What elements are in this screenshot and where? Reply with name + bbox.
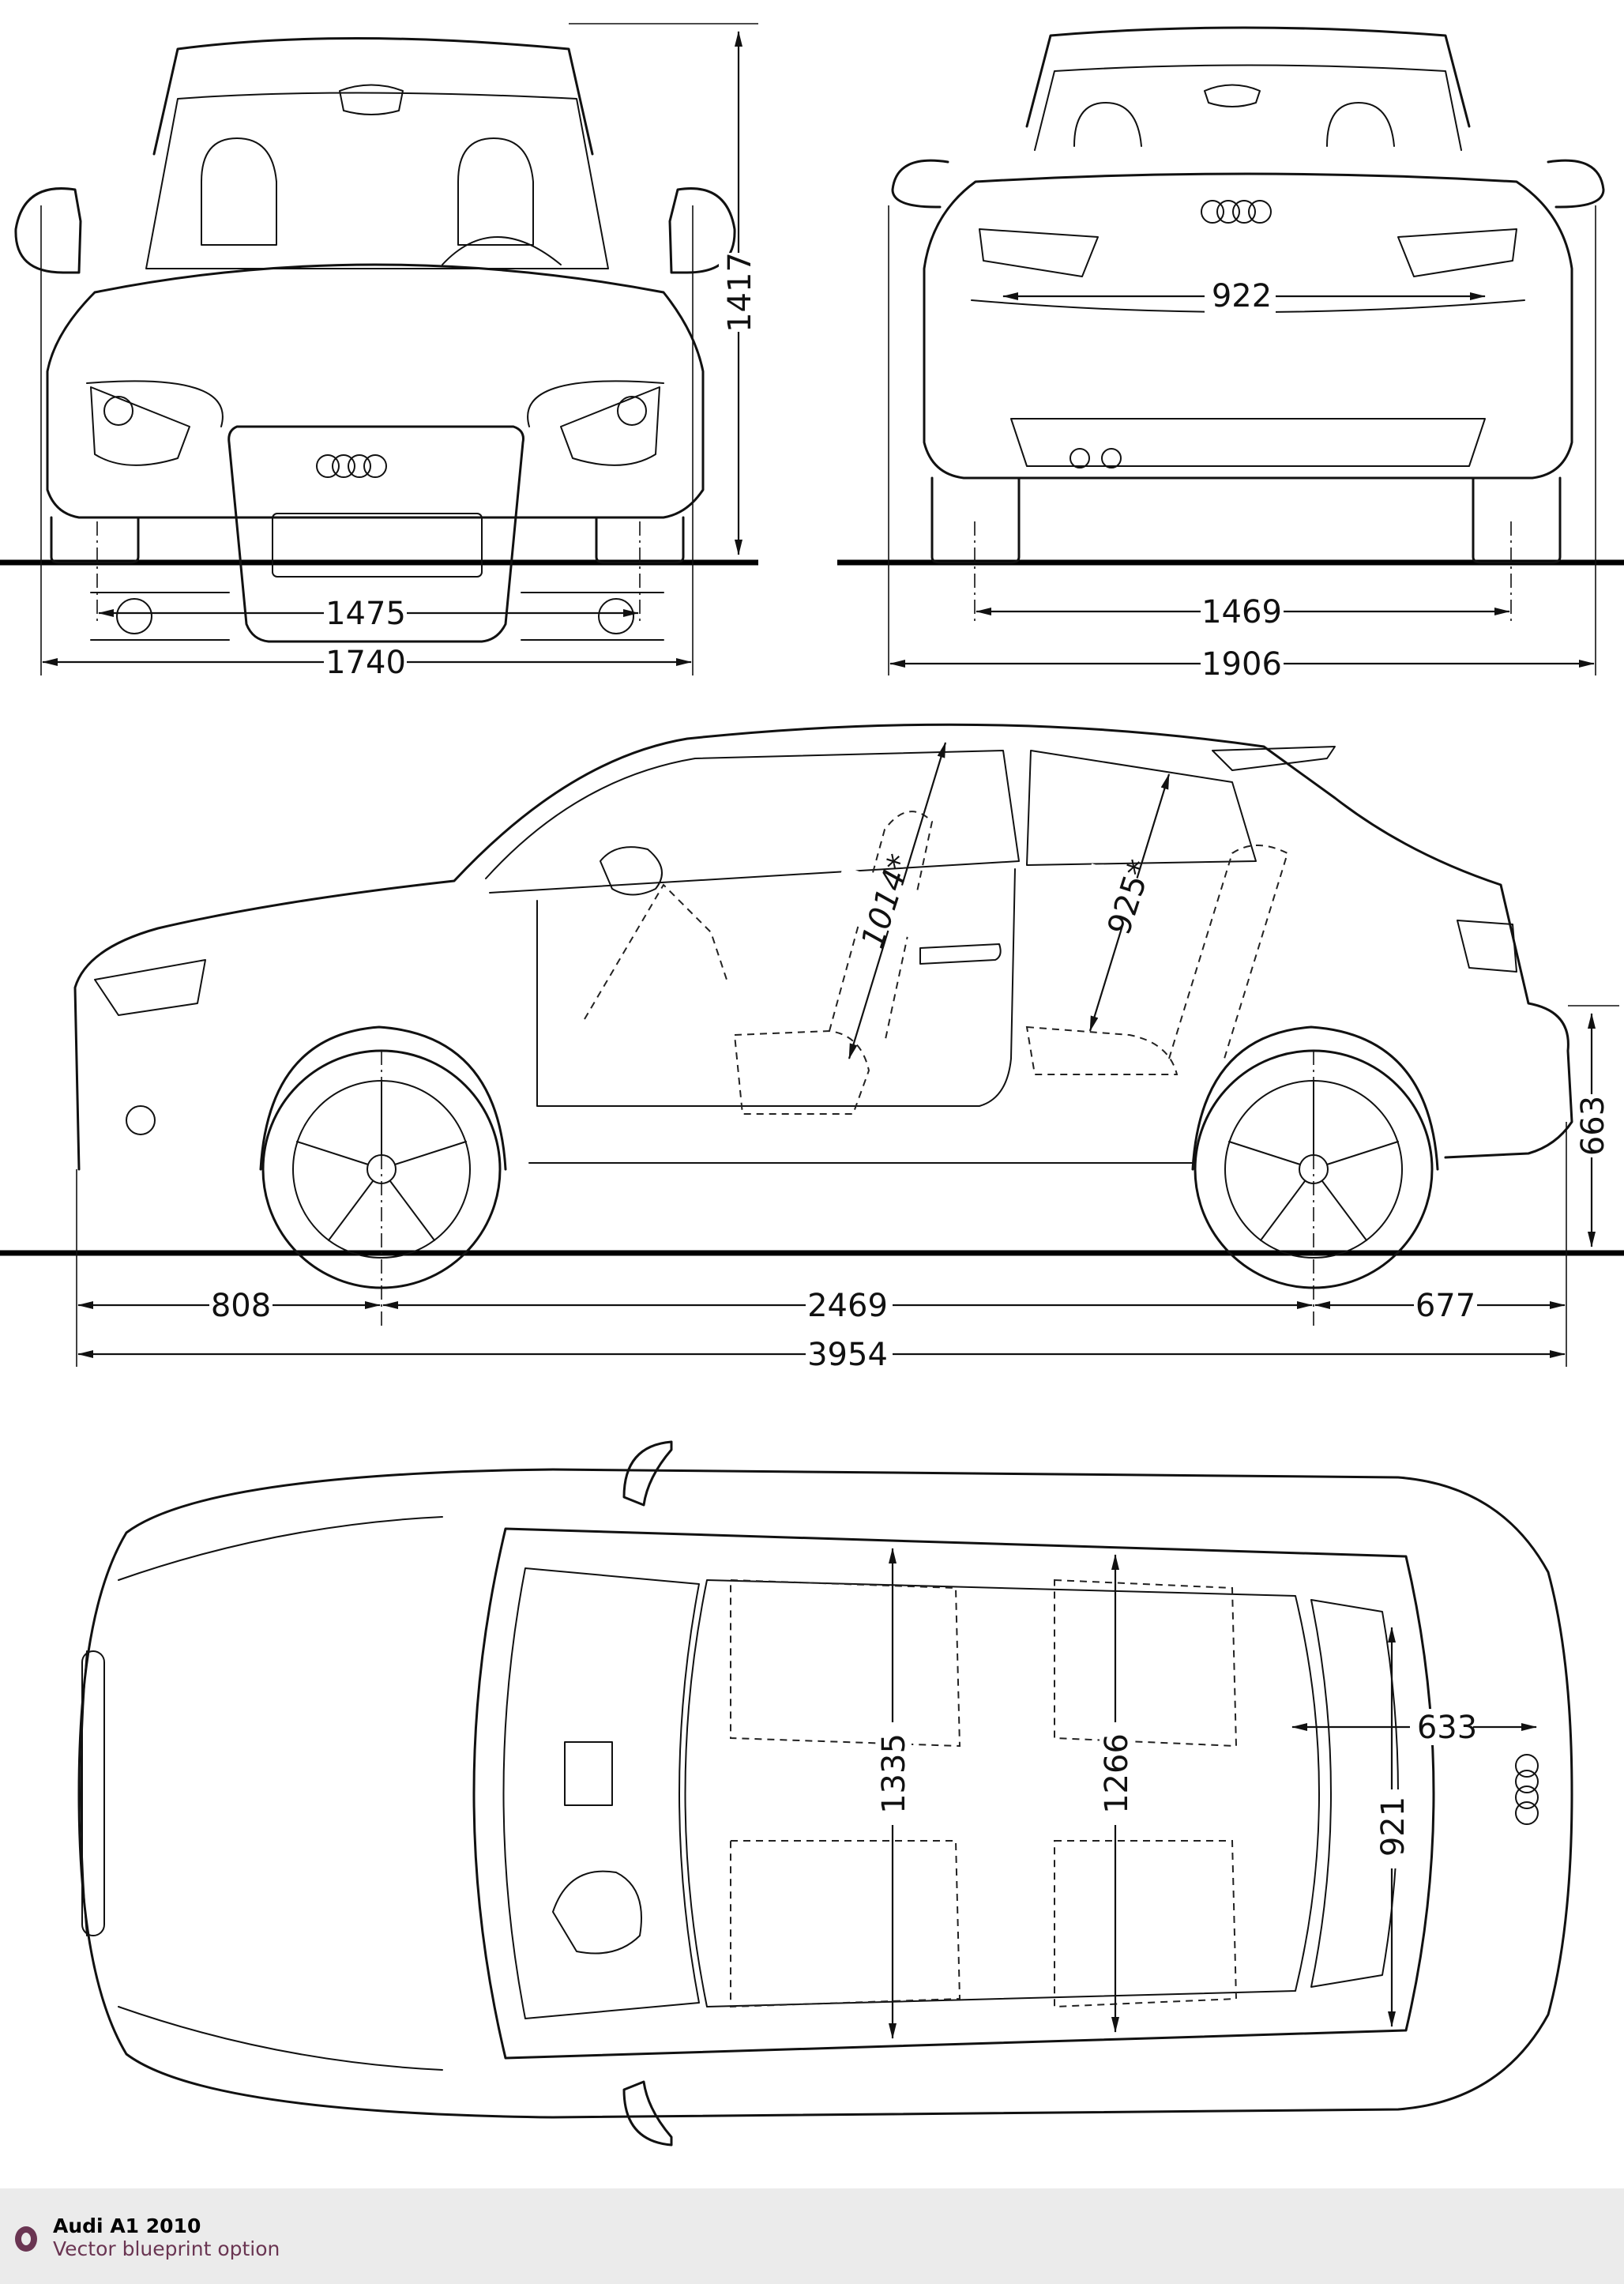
front-body <box>46 263 705 519</box>
top-mirror-left <box>622 1440 673 1507</box>
front-audi-rings-icon <box>316 454 387 478</box>
exhaust-pipe-right <box>1101 448 1122 468</box>
dim-boot-length: 633 <box>1417 1710 1477 1746</box>
caption-subtitle: Vector blueprint option <box>53 2237 280 2260</box>
front-license-plate <box>272 513 483 578</box>
front-mirror-inner <box>339 84 404 115</box>
top-greenhouse <box>472 1527 1435 2060</box>
rear-seat-right <box>1326 102 1395 147</box>
caption-title: Audi A1 2010 <box>53 2214 201 2237</box>
side-front-wheel <box>259 1025 507 1289</box>
rear-wheel-spokes-icon <box>1228 1082 1399 1241</box>
front-seat-right <box>457 137 534 246</box>
top-grille <box>81 1650 105 1936</box>
rear-diffuser <box>1010 418 1486 467</box>
rear-seat-left <box>1073 102 1142 147</box>
side-body-outline <box>73 723 1573 1171</box>
front-headlight-left <box>90 386 190 466</box>
front-headlight-right <box>560 386 660 466</box>
front-roof <box>152 37 594 156</box>
dim-wheelbase: 2469 <box>807 1288 888 1324</box>
door-handle <box>919 943 1002 965</box>
ring-bullet-icon <box>15 2226 37 2252</box>
caption-footer: Audi A1 2010 Vector blueprint option <box>0 2188 1624 2284</box>
top-front-seat-right-ghost <box>730 1840 961 2008</box>
top-body-outline <box>77 1468 1573 2119</box>
side-mirror <box>600 846 663 896</box>
dim-rear-interior-width: 1266 <box>1099 1733 1135 1814</box>
steering-ghost <box>584 883 727 1020</box>
rear-body <box>923 172 1573 480</box>
side-fog-light <box>126 1105 156 1135</box>
blueprint-drawing: 1417 1475 1740 922 <box>0 23 1624 2147</box>
front-wheel-left <box>50 516 140 564</box>
fog-light-right <box>598 598 634 634</box>
top-glass-roof <box>684 1579 1320 2007</box>
top-audi-rings-icon <box>1515 1754 1539 1825</box>
rear-spoiler <box>1212 746 1336 771</box>
rear-view: 922 1469 1906 <box>837 26 1624 683</box>
rear-roof <box>1025 26 1471 128</box>
top-hood-creases <box>118 1516 443 2071</box>
front-wheel-right <box>595 516 685 564</box>
side-view: 1014* 925* 663 808 2469 677 3954 <box>0 723 1624 1373</box>
top-windshield <box>502 1567 700 2019</box>
side-tail-light <box>1457 920 1517 973</box>
rear-seat-ghost <box>1025 1025 1179 1075</box>
dim-boot-width: 921 <box>1375 1797 1412 1857</box>
door-outline <box>536 868 1016 1107</box>
rear-mirror-right <box>1547 159 1605 209</box>
dim-front-width: 1740 <box>325 645 406 681</box>
side-rear-wheel <box>1191 1025 1439 1289</box>
top-steering-wheel <box>552 1870 642 1955</box>
dim-front-height: 1417 <box>722 252 758 333</box>
front-seat-left <box>201 137 277 246</box>
rear-side-window <box>1026 750 1257 866</box>
rear-mirror-inner <box>1204 84 1261 107</box>
top-view: 1335 1266 921 633 <box>77 1440 1573 2147</box>
top-center-console <box>564 1741 613 1806</box>
front-headlamp-left <box>103 396 133 426</box>
side-headlight <box>94 959 206 1016</box>
dim-front-overhang: 808 <box>211 1288 271 1324</box>
steering-wheel <box>442 236 562 265</box>
front-seat-ghost <box>733 1029 870 1115</box>
rear-wheel-left <box>930 476 1021 564</box>
dim-rear-tailgate-width: 922 <box>1212 278 1272 314</box>
rear-window <box>1034 64 1462 151</box>
front-headlamp-right <box>617 396 647 426</box>
top-rear-seat-left-ghost <box>1054 1578 1238 1748</box>
dim-front-interior-width: 1335 <box>876 1733 912 1814</box>
fog-light-left <box>116 598 152 634</box>
front-hood-crease-right <box>527 380 664 427</box>
dim-load-sill-height: 663 <box>1575 1096 1611 1156</box>
dim-rear-track: 1469 <box>1201 594 1282 630</box>
dim-rear-overhang: 677 <box>1415 1288 1476 1324</box>
tail-light-right <box>1397 228 1517 277</box>
top-front-bumper-edge <box>80 1650 88 1936</box>
top-front-seat-left-ghost <box>730 1578 961 1748</box>
front-windshield <box>145 92 609 269</box>
front-mirror-left <box>14 187 82 274</box>
dim-rear-width: 1906 <box>1201 646 1282 683</box>
rear-wheel-right <box>1472 476 1562 564</box>
tail-light-left <box>979 228 1099 277</box>
exhaust-pipe-left <box>1070 448 1090 468</box>
front-side-window <box>485 750 1020 894</box>
dim-length: 3954 <box>807 1337 888 1373</box>
top-rear-seat-right-ghost <box>1054 1840 1238 2008</box>
rear-audi-rings-icon <box>1201 200 1272 224</box>
dim-front-track: 1475 <box>325 596 406 632</box>
front-view: 1417 1475 1740 <box>0 23 758 681</box>
front-mirror-right <box>668 187 736 274</box>
rear-mirror-left <box>891 159 949 209</box>
front-hood-crease-left <box>86 380 224 427</box>
rear-seatback-ghost <box>1168 845 1289 1059</box>
single-frame-grille <box>227 425 524 643</box>
front-bumper-intakes <box>90 592 664 641</box>
top-mirror-right <box>622 2080 673 2147</box>
